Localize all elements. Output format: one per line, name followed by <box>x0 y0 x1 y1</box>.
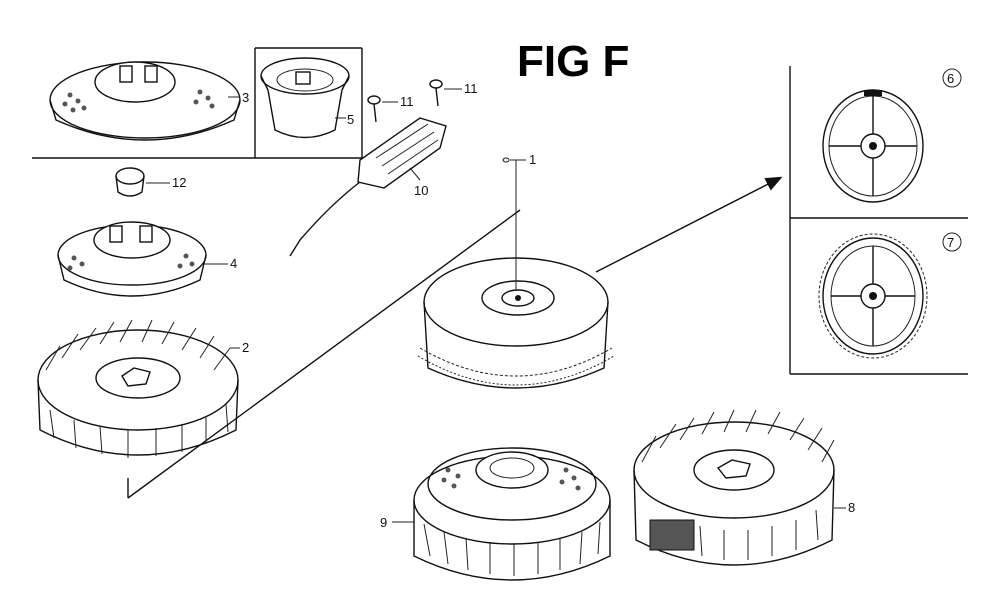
ignition-lead-part <box>289 117 447 257</box>
callout-4: 4 <box>230 256 237 271</box>
callout-7: 7 <box>947 235 954 250</box>
callout-2: 2 <box>242 340 249 355</box>
callout-7-badge <box>942 232 962 252</box>
callout-12: 12 <box>172 175 186 190</box>
callout-6-badge <box>942 68 962 88</box>
flywheel-variant-part-7 <box>818 233 928 359</box>
callout-3: 3 <box>242 90 249 105</box>
right-inset-frame <box>789 66 968 375</box>
bolt-part-b <box>429 79 462 107</box>
callout-11a: 11 <box>400 94 414 109</box>
flywheel-fan-part-8 <box>633 409 846 566</box>
callout-10: 10 <box>414 183 428 198</box>
callout-8: 8 <box>848 500 855 515</box>
assembly-lines <box>127 209 521 499</box>
figure-title: FIG F <box>517 37 629 86</box>
callout-1-leader <box>502 157 526 163</box>
starter-cup-part <box>260 57 350 139</box>
callout-5: 5 <box>347 112 354 127</box>
fan-cover-plate-part <box>57 221 228 297</box>
bolt-part-a <box>367 95 398 123</box>
callout-9: 9 <box>380 515 387 530</box>
callout-1: 1 <box>529 152 536 167</box>
flywheel-nut-part <box>115 167 170 197</box>
callout-6: 6 <box>947 71 954 86</box>
inset-arrow <box>595 176 783 273</box>
flywheel-fan-part-2 <box>37 319 240 458</box>
flywheel-variant-part-6 <box>822 89 924 203</box>
top-left-inset-frame <box>32 47 363 159</box>
starter-pulley-part <box>49 61 241 141</box>
flywheel-fan-part-9 <box>392 447 611 581</box>
callout-11b: 11 <box>464 81 478 96</box>
flywheel-part-1 <box>417 160 615 389</box>
